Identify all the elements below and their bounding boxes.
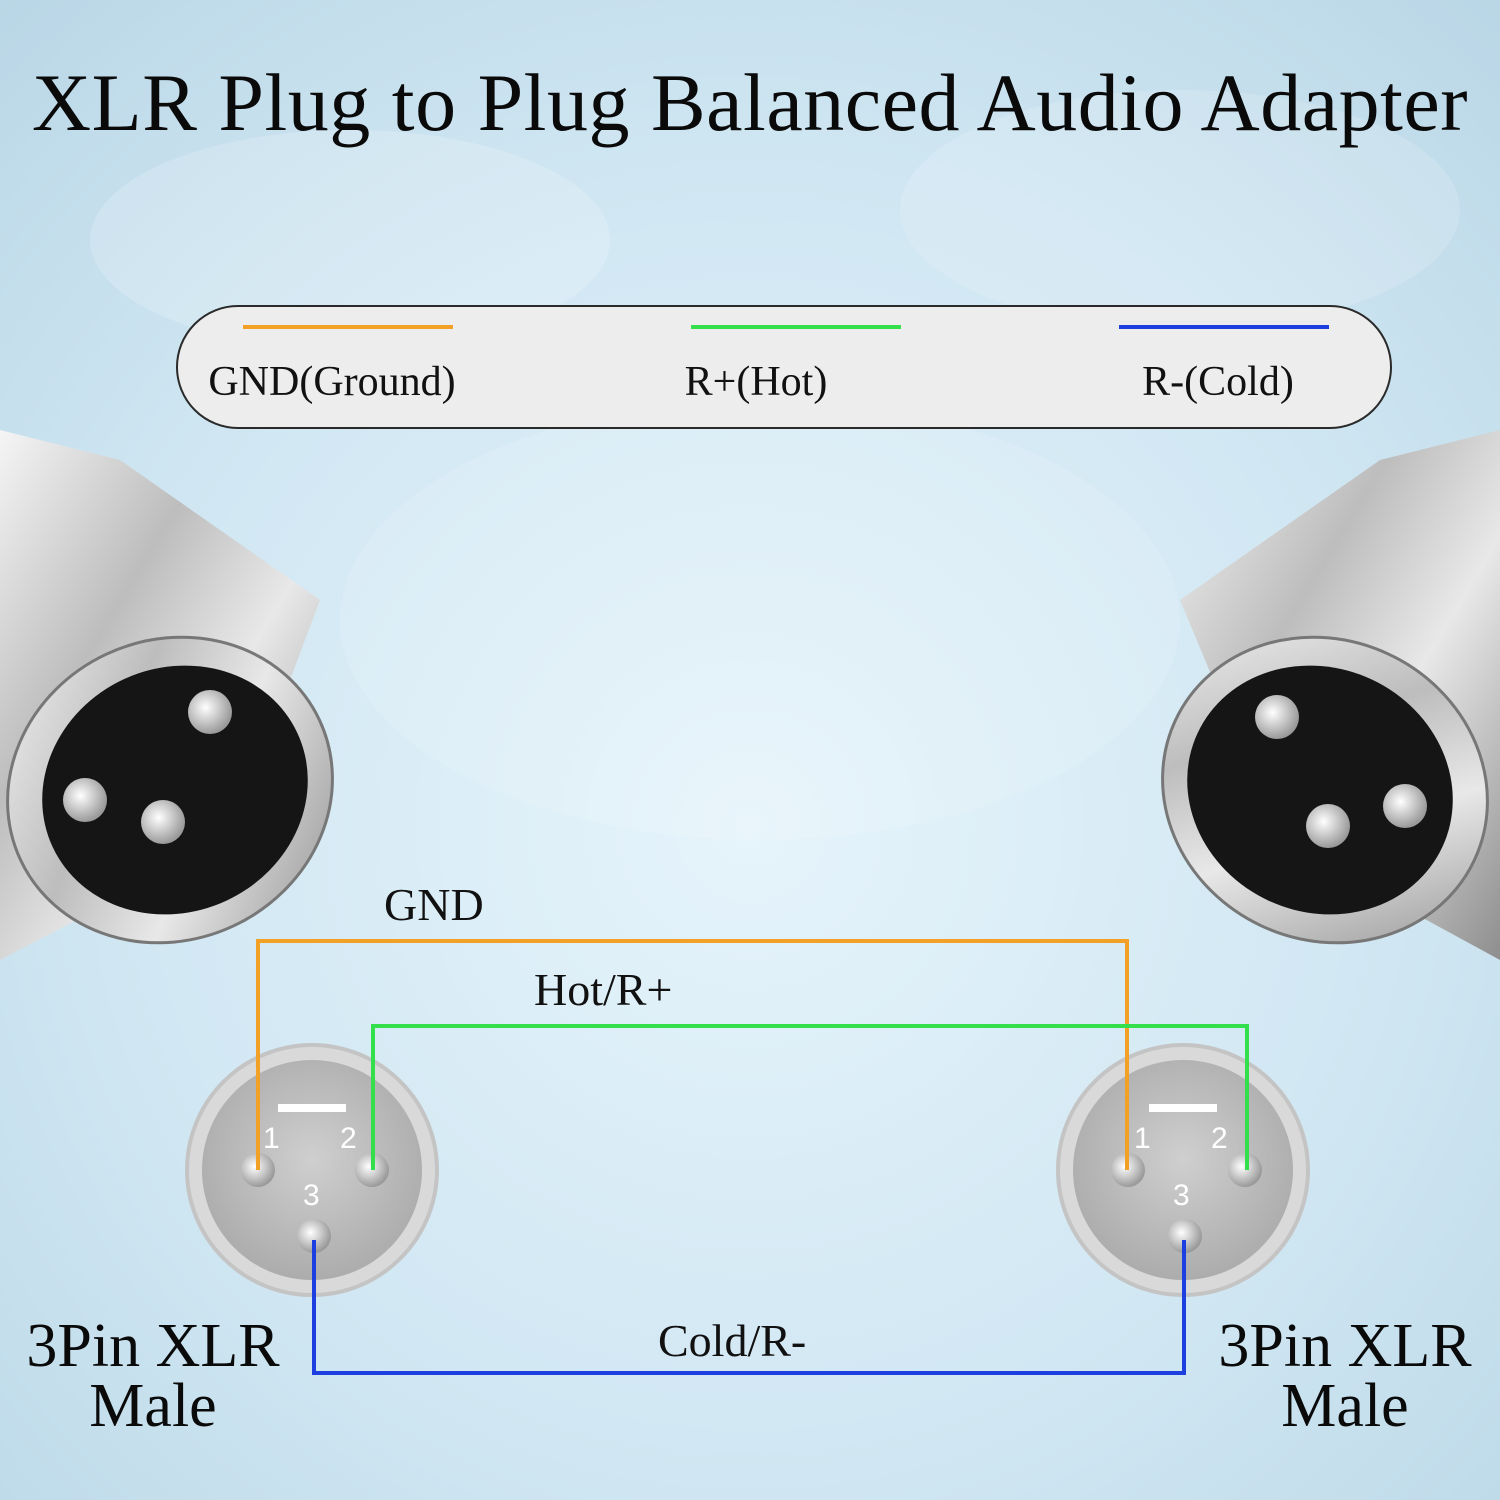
legend-item-cold: R-(Cold) [1114, 325, 1334, 405]
legend-label-hot: R+(Hot) [684, 359, 828, 405]
legend-item-hot: R+(Hot) [685, 325, 906, 405]
legend-label-gnd: GND(Ground) [208, 359, 456, 405]
legend-swatch-gnd [243, 325, 453, 329]
left-pin-3-label: 3 [303, 1179, 320, 1212]
hot-wire [371, 1024, 1249, 1170]
right-plug-photo [1161, 430, 1500, 960]
right-connector-label: 3Pin XLR Male [1200, 1312, 1490, 1440]
right-connector-label-line2: Male [1281, 1372, 1409, 1440]
legend-item-gnd: GND(Ground) [208, 325, 458, 405]
legend-swatch-cold [1119, 325, 1329, 329]
hot-wire-label: Hot/R+ [534, 964, 673, 1015]
page-title: XLR Plug to Plug Balanced Audio Adapter [31, 57, 1469, 148]
right-pin-2-label: 2 [1211, 1122, 1228, 1155]
gnd-wire [256, 939, 1129, 1170]
cold-wire [312, 1240, 1186, 1375]
left-pin-2-label: 2 [340, 1122, 357, 1155]
gnd-wire-label: GND [384, 879, 484, 930]
cold-wire-label: Cold/R- [658, 1315, 807, 1366]
right-pin-1-label: 1 [1134, 1122, 1151, 1155]
right-connector-label-line1: 3Pin XLR [1218, 1312, 1472, 1380]
left-connector-label-line2: Male [89, 1372, 217, 1440]
left-plug-photo [0, 430, 334, 960]
left-connector-label: 3Pin XLR Male [8, 1312, 298, 1440]
legend-swatch-hot [691, 325, 901, 329]
wire-color-legend: GND(Ground) R+(Hot) R-(Cold) [176, 305, 1392, 429]
legend-label-cold: R-(Cold) [1142, 359, 1294, 405]
left-connector-label-line1: 3Pin XLR [26, 1312, 280, 1380]
left-pin-1-label: 1 [263, 1122, 280, 1155]
right-pin-3-label: 3 [1173, 1179, 1190, 1212]
